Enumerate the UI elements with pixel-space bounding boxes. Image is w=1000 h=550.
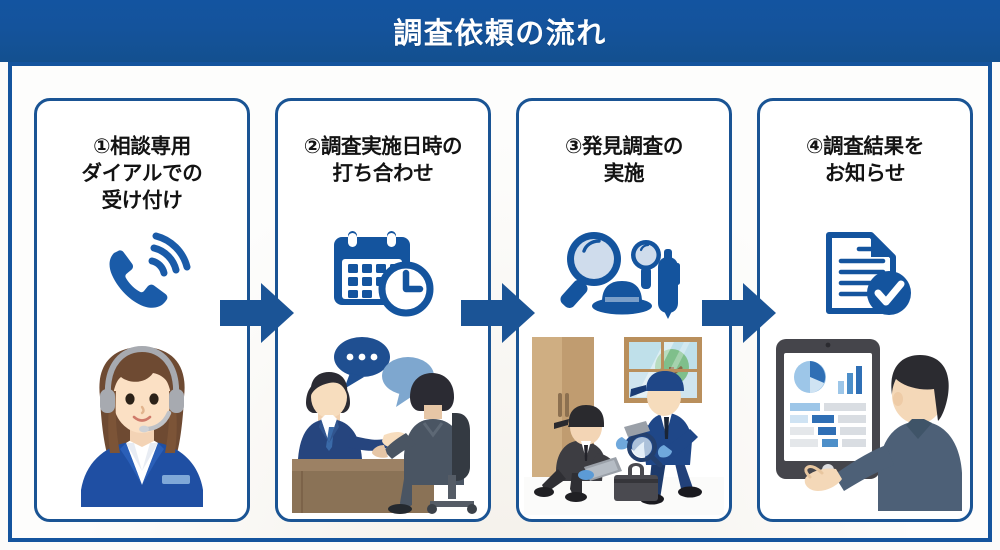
report-presentation-illustration	[776, 339, 962, 511]
flow-step-2-illustration-area	[278, 319, 488, 515]
flow-step-3-title-line-2: 実施	[603, 162, 645, 186]
flow-step-3-illustration-area	[519, 319, 729, 515]
flow-step-4-title-line-2: お知らせ	[824, 162, 906, 186]
right-arrow-icon	[461, 283, 535, 343]
flow-step-2-title: ②調査実施日時の 打ち合わせ	[284, 133, 482, 187]
flow-step-1-title: ①相談専用 ダイアルでの 受け付け	[43, 133, 241, 214]
call-center-operator-illustration	[80, 345, 203, 507]
flow-step-2-title-line-1: ②調査実施日時の	[303, 135, 463, 158]
flow-step-4-icon-area	[760, 227, 970, 319]
investigation-scene-illustration	[524, 337, 724, 515]
flow-step-3-title: ③発見調査の 実施	[525, 133, 723, 187]
arrow-step1-to-step2	[220, 283, 294, 343]
page-header: 調査依頼の流れ	[0, 0, 1000, 62]
flow-step-4-title-line-1: ④調査結果を	[805, 135, 925, 158]
arrow-step2-to-step3	[461, 283, 535, 343]
flow-step-1-title-line-3: 受け付け	[101, 189, 183, 213]
flow-step-1-illustration-area	[37, 319, 247, 515]
flow-step-card-4[interactable]: ④調査結果を お知らせ	[757, 98, 973, 522]
flow-step-4-title: ④調査結果を お知らせ	[766, 133, 964, 187]
flow-step-3-title-line-1: ③発見調査の	[564, 135, 684, 158]
flow-steps-container: ①相談専用 ダイアルでの 受け付け	[34, 98, 974, 526]
page-title: 調査依頼の流れ	[393, 18, 607, 50]
flow-step-2-title-line-2: 打ち合わせ	[332, 162, 434, 186]
arrow-step3-to-step4	[702, 283, 776, 343]
flow-step-1-icon-area	[37, 227, 247, 319]
flow-step-3-icon-area	[519, 227, 729, 319]
ringing-phone-icon	[109, 232, 191, 308]
flow-step-1-title-line-1: ①相談専用	[93, 135, 191, 158]
right-arrow-icon	[702, 283, 776, 343]
detective-tools-icon	[560, 232, 680, 319]
flow-step-4-illustration-area	[760, 319, 970, 515]
flow-step-2-icon-area	[278, 227, 488, 319]
meeting-at-desk-illustration	[292, 337, 477, 514]
flow-step-card-3[interactable]: ③発見調査の 実施	[516, 98, 732, 522]
flow-step-card-2[interactable]: ②調査実施日時の 打ち合わせ	[275, 98, 491, 522]
flow-step-card-1[interactable]: ①相談専用 ダイアルでの 受け付け	[34, 98, 250, 522]
flow-step-1-title-line-2: ダイアルでの	[81, 162, 203, 186]
right-arrow-icon	[220, 283, 294, 343]
calendar-clock-icon	[334, 231, 434, 317]
document-check-icon	[826, 232, 911, 315]
content-frame: ①相談専用 ダイアルでの 受け付け	[8, 62, 992, 542]
